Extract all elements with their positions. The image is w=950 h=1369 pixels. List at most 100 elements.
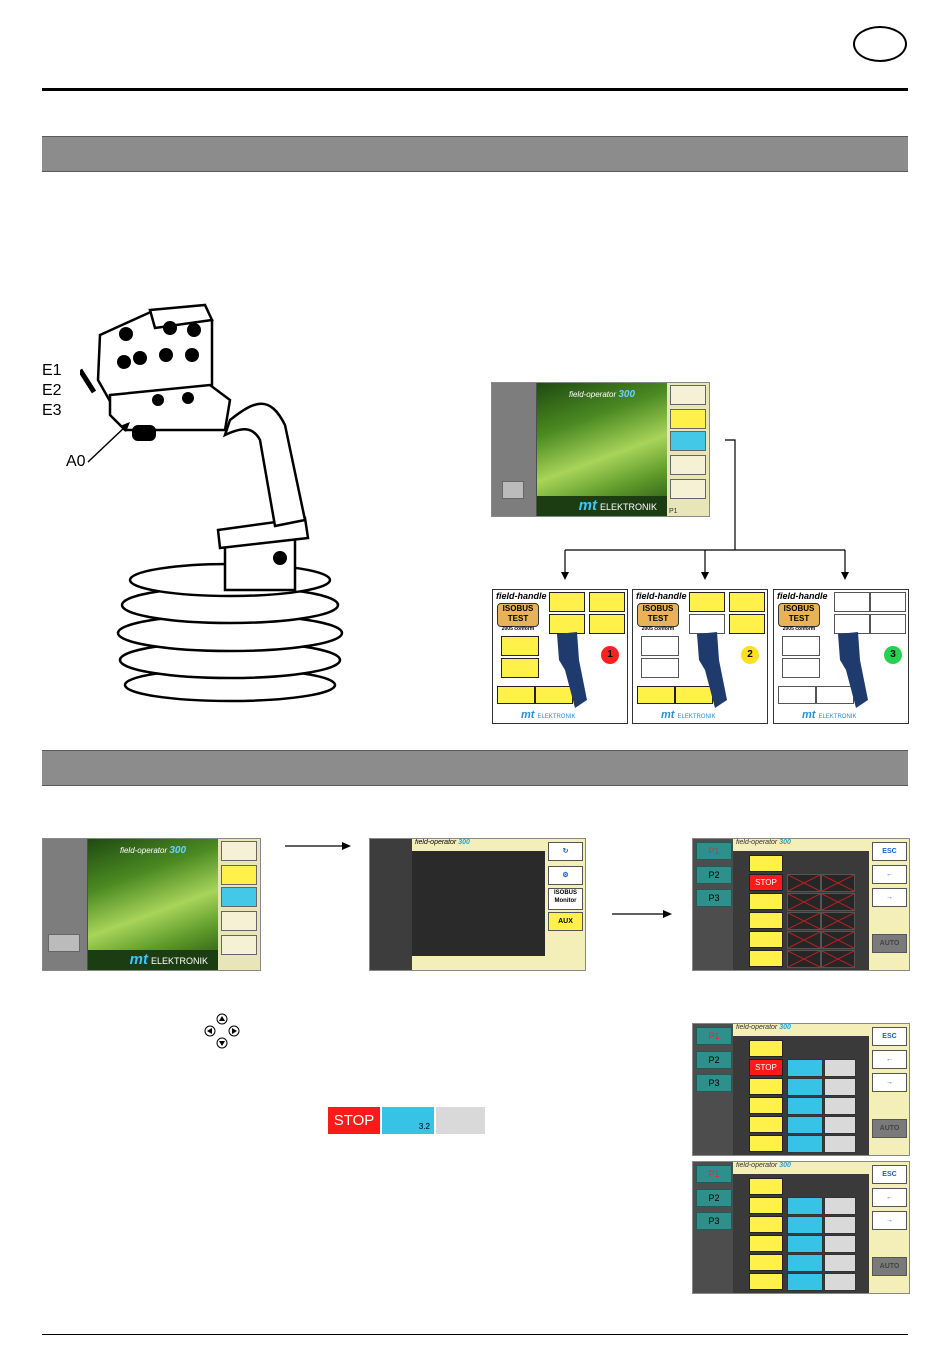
assigned-button-cell[interactable] [824, 1116, 856, 1134]
fh-empty-slot[interactable] [782, 658, 820, 678]
function-button[interactable] [749, 1216, 783, 1233]
tile-terminal[interactable] [221, 841, 257, 861]
back-arrow-button[interactable]: ← [872, 1188, 907, 1207]
function-button[interactable] [749, 1235, 783, 1252]
function-button[interactable] [749, 1040, 783, 1057]
forward-arrow-button[interactable]: → [872, 888, 907, 907]
tile-implement[interactable] [670, 409, 706, 429]
fh-empty-slot[interactable] [870, 614, 906, 634]
function-button[interactable] [749, 893, 783, 910]
assigned-handle-cell[interactable] [787, 1135, 823, 1153]
stop-function-button[interactable]: STOP [749, 1059, 783, 1076]
assigned-button-cell[interactable] [824, 1254, 856, 1272]
assigned-button-cell[interactable] [824, 1078, 856, 1096]
esc-button[interactable]: ESC [872, 842, 907, 861]
forward-arrow-button[interactable]: → [872, 1073, 907, 1092]
assigned-button-cell[interactable] [824, 1059, 856, 1077]
function-button[interactable] [749, 1197, 783, 1214]
assigned-handle-cell[interactable] [787, 1116, 823, 1134]
unassigned-cell[interactable] [821, 931, 855, 949]
assigned-button-cell[interactable] [824, 1216, 856, 1234]
function-button[interactable] [749, 1078, 783, 1095]
stop-tile[interactable] [502, 481, 524, 499]
fh-button[interactable] [637, 686, 675, 704]
esc-button[interactable]: ESC [872, 1165, 907, 1184]
assigned-button-cell[interactable] [824, 1097, 856, 1115]
tile-tractor[interactable] [221, 911, 257, 931]
profile-p2-button[interactable]: P2 [696, 866, 732, 884]
tile-monitor[interactable] [221, 935, 257, 955]
assigned-button-cell[interactable] [824, 1197, 856, 1215]
stop-tile[interactable] [48, 934, 80, 952]
fh-empty-slot[interactable] [782, 636, 820, 656]
refresh-button[interactable]: ↻ [548, 842, 583, 861]
assigned-button-cell[interactable] [824, 1135, 856, 1153]
fh-button[interactable] [549, 592, 585, 612]
fh-button[interactable] [501, 636, 539, 656]
unassigned-cell[interactable] [787, 912, 821, 930]
unassigned-cell[interactable] [787, 893, 821, 911]
assigned-handle-cell[interactable] [787, 1273, 823, 1291]
unassigned-cell[interactable] [787, 950, 821, 968]
assigned-handle-cell[interactable] [787, 1097, 823, 1115]
tile-field-handle[interactable] [670, 431, 706, 451]
function-button[interactable] [749, 1273, 783, 1290]
function-button[interactable] [749, 1178, 783, 1195]
back-arrow-button[interactable]: ← [872, 1050, 907, 1069]
fh-button[interactable] [589, 614, 625, 634]
function-button[interactable] [749, 931, 783, 948]
fh-button[interactable] [689, 592, 725, 612]
profile-p1-button[interactable]: P1 [696, 1165, 732, 1183]
auto-button[interactable]: AUTO [872, 934, 907, 953]
assigned-handle-cell[interactable] [787, 1235, 823, 1253]
tile-monitor[interactable] [670, 479, 706, 499]
assigned-handle-cell[interactable] [787, 1254, 823, 1272]
assigned-handle-cell[interactable] [787, 1216, 823, 1234]
fh-button[interactable] [589, 592, 625, 612]
fh-button[interactable] [501, 658, 539, 678]
stop-function-button[interactable]: STOP [749, 874, 783, 891]
function-button[interactable] [749, 912, 783, 929]
function-button[interactable] [749, 1097, 783, 1114]
unassigned-cell[interactable] [821, 874, 855, 892]
unassigned-cell[interactable] [787, 874, 821, 892]
fh-button[interactable] [729, 592, 765, 612]
back-arrow-button[interactable]: ← [872, 865, 907, 884]
fh-empty-slot[interactable] [641, 636, 679, 656]
fh-empty-slot[interactable] [641, 658, 679, 678]
esc-button[interactable]: ESC [872, 1027, 907, 1046]
assigned-handle-cell[interactable] [787, 1059, 823, 1077]
fh-button[interactable] [729, 614, 765, 634]
function-button[interactable] [749, 950, 783, 967]
auto-button[interactable]: AUTO [872, 1257, 907, 1276]
assigned-handle-cell[interactable] [787, 1078, 823, 1096]
forward-arrow-button[interactable]: → [872, 1211, 907, 1230]
fh-empty-slot[interactable] [870, 592, 906, 612]
assigned-handle-cell[interactable] [787, 1197, 823, 1215]
fh-empty-slot[interactable] [834, 592, 870, 612]
aux-button[interactable]: AUX [548, 912, 583, 931]
fh-button[interactable] [497, 686, 535, 704]
fh-empty-slot[interactable] [778, 686, 816, 704]
auto-button[interactable]: AUTO [872, 1119, 907, 1138]
function-button[interactable] [749, 855, 783, 872]
profile-p1-button[interactable]: P1 [696, 842, 732, 860]
unassigned-cell[interactable] [787, 931, 821, 949]
function-button[interactable] [749, 1135, 783, 1152]
profile-p3-button[interactable]: P3 [696, 889, 732, 907]
assigned-button-cell[interactable] [824, 1235, 856, 1253]
unassigned-cell[interactable] [821, 950, 855, 968]
tile-field-handle[interactable] [221, 887, 257, 907]
function-button[interactable] [749, 1254, 783, 1271]
unassigned-cell[interactable] [821, 912, 855, 930]
profile-p3-button[interactable]: P3 [696, 1074, 732, 1092]
isobus-monitor-button[interactable]: ISOBUS Monitor [548, 888, 583, 910]
profile-p2-button[interactable]: P2 [696, 1051, 732, 1069]
settings-wrench-button[interactable]: ⚙ [548, 866, 583, 885]
function-button[interactable] [749, 1116, 783, 1133]
profile-p3-button[interactable]: P3 [696, 1212, 732, 1230]
tile-tractor[interactable] [670, 455, 706, 475]
assigned-button-cell[interactable] [824, 1273, 856, 1291]
profile-p1-button[interactable]: P1 [696, 1027, 732, 1045]
tile-terminal[interactable] [670, 385, 706, 405]
